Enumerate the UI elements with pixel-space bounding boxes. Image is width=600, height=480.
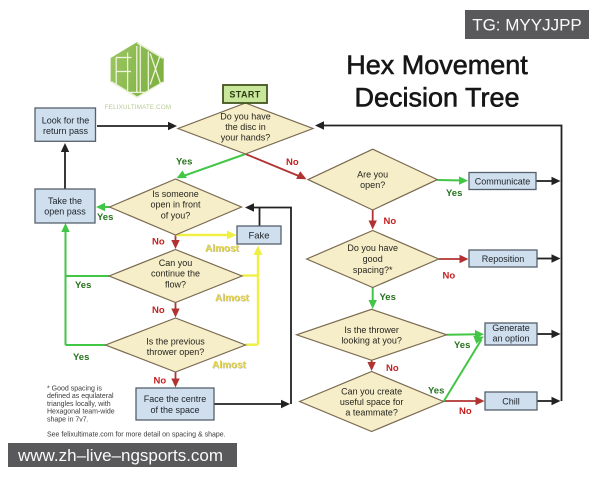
svg-text:See felixultimate.com for more: See felixultimate.com for more detail on… [47, 432, 226, 439]
svg-text:Reposition: Reposition [482, 254, 525, 264]
svg-text:useful space for: useful space for [340, 397, 404, 407]
svg-text:a teammate?: a teammate? [345, 408, 398, 418]
svg-text:Yes: Yes [454, 340, 470, 351]
svg-text:Almost: Almost [205, 244, 240, 255]
svg-text:Look for the: Look for the [42, 116, 90, 126]
svg-text:Do you have: Do you have [347, 243, 398, 253]
svg-text:No: No [386, 363, 399, 374]
svg-text:the disc in: the disc in [225, 122, 266, 132]
svg-text:thrower open?: thrower open? [147, 347, 205, 357]
svg-text:shape in 7v7.: shape in 7v7. [47, 417, 89, 424]
svg-text:TG: MYYJJPP: TG: MYYJJPP [472, 16, 582, 35]
svg-text:Communicate: Communicate [475, 176, 531, 186]
svg-text:Yes: Yes [446, 188, 462, 199]
svg-text:Do you have: Do you have [220, 112, 271, 122]
svg-text:Yes: Yes [73, 352, 89, 363]
svg-text:Is someone: Is someone [152, 189, 199, 199]
svg-text:spacing?*: spacing?* [353, 265, 393, 275]
svg-text:* Good spacing is: * Good spacing is [47, 386, 102, 393]
svg-text:Chill: Chill [502, 396, 520, 406]
svg-text:defined as equilateral: defined as equilateral [47, 393, 114, 400]
svg-text:an option: an option [492, 333, 529, 343]
svg-text:Is the thrower: Is the thrower [344, 325, 399, 335]
svg-text:No: No [384, 216, 397, 227]
svg-text:Can you: Can you [159, 258, 193, 268]
svg-text:No: No [152, 236, 165, 247]
svg-text:return pass: return pass [43, 126, 89, 136]
svg-text:www.zh–live–ngsports.com: www.zh–live–ngsports.com [17, 446, 223, 465]
svg-text:Yes: Yes [380, 292, 396, 303]
svg-text:Yes: Yes [428, 386, 444, 397]
svg-text:Fake: Fake [248, 231, 269, 242]
svg-text:good: good [363, 254, 383, 264]
svg-text:FELIXULTIMATE.COM: FELIXULTIMATE.COM [105, 104, 171, 111]
svg-text:open?: open? [360, 180, 385, 190]
svg-text:of you?: of you? [161, 210, 191, 220]
svg-text:No: No [443, 271, 456, 282]
svg-text:Decision Tree: Decision Tree [354, 83, 519, 113]
svg-text:Yes: Yes [176, 157, 192, 168]
svg-text:open in front: open in front [150, 200, 201, 210]
svg-text:Face the centre: Face the centre [144, 394, 207, 404]
svg-text:No: No [286, 157, 299, 168]
svg-text:triangles locally, with: triangles locally, with [47, 401, 111, 408]
svg-text:continue the: continue the [151, 269, 200, 279]
svg-text:No: No [154, 376, 167, 387]
svg-text:open pass: open pass [44, 207, 86, 217]
svg-text:No: No [459, 406, 472, 417]
svg-text:your hands?: your hands? [221, 133, 271, 143]
svg-text:Can you create: Can you create [341, 387, 402, 397]
svg-text:of the space: of the space [150, 405, 199, 415]
svg-text:Hex Movement: Hex Movement [346, 50, 528, 80]
svg-text:Are you: Are you [357, 170, 388, 180]
svg-text:Hexagonal team-wide: Hexagonal team-wide [47, 409, 115, 416]
svg-text:Yes: Yes [97, 212, 113, 223]
svg-text:No: No [152, 305, 165, 316]
svg-text:flow?: flow? [165, 279, 186, 289]
svg-text:Generate: Generate [492, 323, 530, 333]
svg-text:Yes: Yes [75, 280, 91, 291]
svg-text:Is the previous: Is the previous [146, 336, 205, 346]
svg-text:Take the: Take the [48, 196, 82, 206]
svg-text:Almost: Almost [212, 360, 247, 371]
svg-text:looking at you?: looking at you? [341, 336, 402, 346]
svg-text:START: START [229, 90, 260, 100]
svg-text:Almost: Almost [215, 293, 250, 304]
